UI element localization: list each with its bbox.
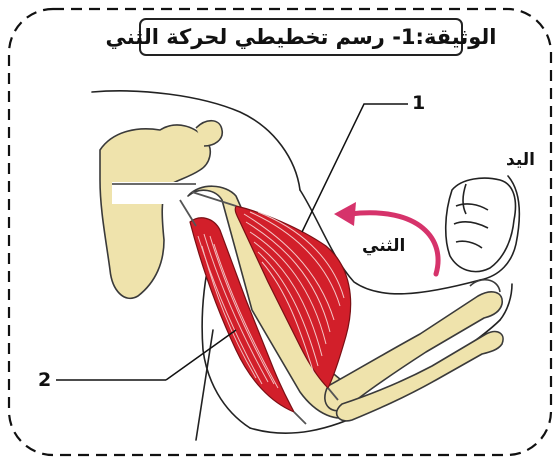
- clavicle-highlight: [112, 182, 194, 204]
- label-hand: اليد: [506, 150, 535, 170]
- hand-fist: [446, 178, 516, 271]
- label-flexion: الثني: [362, 236, 405, 256]
- document-title: الوثيقة:1- رسم تخطيطي لحركة الثني: [139, 18, 463, 56]
- scapula: [100, 121, 222, 299]
- label-1: 1: [412, 92, 425, 114]
- leader-line-2-diag: [166, 330, 236, 380]
- label-2: 2: [38, 369, 51, 391]
- forearm-bones: [325, 280, 503, 421]
